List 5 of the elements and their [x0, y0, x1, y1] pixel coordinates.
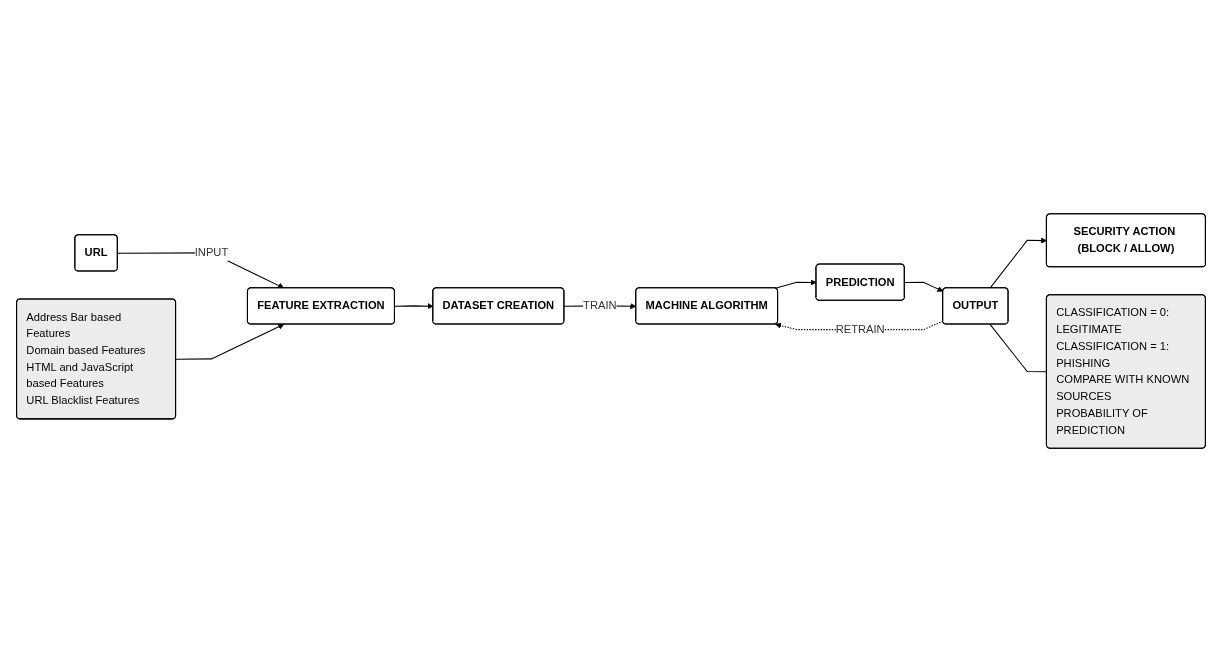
arrow — [393, 303, 433, 310]
arrow — [903, 281, 943, 292]
edge-label: TRAIN — [582, 299, 617, 312]
edge-label: RETRAIN — [835, 323, 885, 336]
edge-label: INPUT — [194, 246, 228, 259]
